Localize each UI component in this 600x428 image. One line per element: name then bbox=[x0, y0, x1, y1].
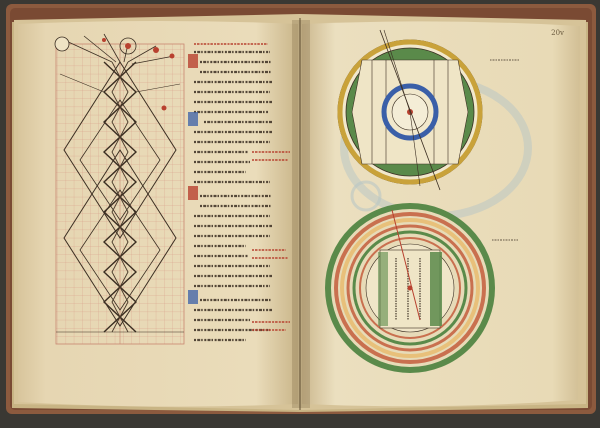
folio-number: 20v bbox=[551, 29, 564, 37]
upper-cosmological-diagram bbox=[337, 29, 532, 220]
left-text-column bbox=[188, 43, 290, 342]
gutter-shadow bbox=[292, 20, 310, 408]
blue-initial bbox=[188, 290, 198, 304]
right-margin-notes bbox=[490, 59, 520, 241]
rubric-initial bbox=[188, 186, 198, 200]
zigzag-grid-diagram bbox=[54, 33, 185, 345]
blue-initial bbox=[188, 112, 198, 126]
lower-concentric-diagram bbox=[325, 203, 495, 373]
rubric-initial bbox=[188, 54, 198, 68]
